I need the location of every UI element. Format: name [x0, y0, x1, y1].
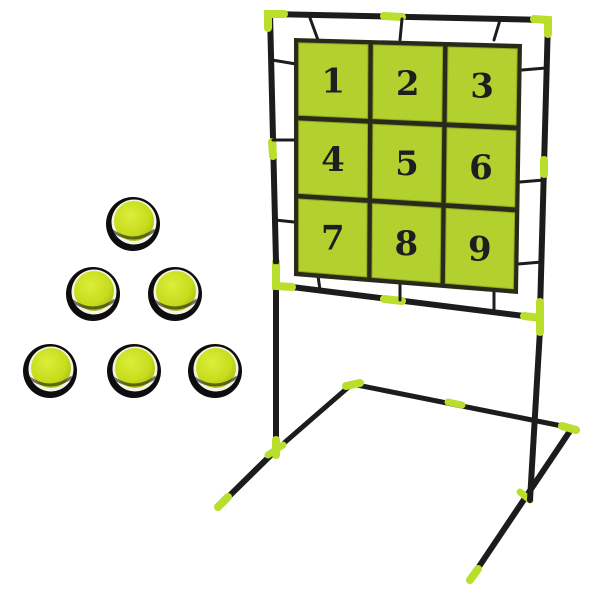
target-pocket-5 [371, 123, 443, 203]
target-pocket-4 [298, 120, 369, 199]
pocket-number: 4 [321, 140, 345, 180]
target-panel: 1 2 3 4 5 6 7 8 9 [294, 38, 522, 294]
pocket-number: 8 [394, 224, 418, 264]
base-connector [342, 379, 364, 390]
target-pocket-8 [371, 203, 442, 284]
frame-mid-connector [268, 138, 277, 160]
tie [398, 17, 404, 42]
tie [520, 66, 548, 72]
frame-left-rail [267, 11, 279, 265]
frame-top-rail [267, 11, 551, 23]
target-pocket-6 [445, 127, 517, 208]
tennis-ball-4 [23, 344, 77, 398]
pocket-number: 2 [396, 64, 420, 104]
tie [516, 260, 544, 266]
tennis-ball-1 [106, 197, 160, 251]
frame-corner-connector [264, 10, 288, 32]
tennis-ball-5 [107, 344, 161, 398]
pocket-number: 5 [395, 144, 419, 184]
tie [316, 274, 322, 292]
tennis-ball-2 [66, 267, 120, 321]
right-upright [527, 327, 543, 503]
pocket-number: 3 [470, 67, 494, 107]
panel-ties [270, 16, 548, 314]
pocket-number: 9 [468, 229, 492, 269]
stand-base [214, 379, 580, 584]
base-connector [558, 422, 580, 434]
stand-legs [272, 258, 544, 503]
base-connector [444, 398, 466, 409]
frame-corner-connector [272, 264, 296, 291]
base-pipe-back [273, 381, 355, 453]
tennis-balls [23, 197, 242, 398]
pocket-number: 6 [469, 148, 493, 188]
tie [492, 18, 502, 42]
target-pocket-2 [372, 44, 444, 123]
frame-mid-connector [380, 12, 406, 21]
frame-corner-connector [520, 298, 544, 323]
target-pocket-1 [298, 42, 369, 119]
base-connector [214, 493, 232, 511]
base-pipe-right [467, 425, 575, 583]
tennis-ball-6 [188, 344, 242, 398]
pocket-number: 1 [321, 61, 345, 101]
target-pocket-3 [446, 46, 518, 126]
tie [270, 58, 298, 66]
base-connector [466, 565, 482, 584]
target-pocket-9 [444, 207, 516, 290]
tie [518, 178, 546, 184]
pocket-number: 7 [321, 219, 345, 259]
target-pocket-7 [298, 198, 368, 278]
frame-corner-connector [530, 15, 552, 38]
tie [308, 16, 320, 42]
tennis-ball-3 [148, 267, 202, 321]
tie [273, 218, 296, 224]
